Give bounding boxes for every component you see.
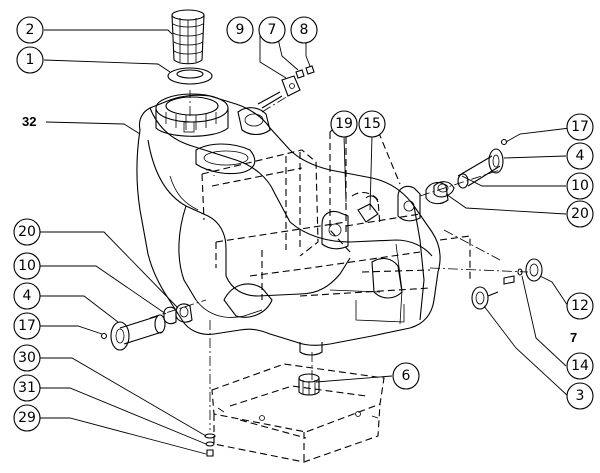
callout-7-right: 7	[570, 330, 577, 345]
callout-20-right: 20	[566, 200, 594, 228]
assembly-centerlines	[149, 90, 529, 430]
svg-text:4: 4	[576, 148, 585, 164]
callout-31: 31	[13, 374, 41, 402]
vent-fitting	[257, 65, 315, 109]
svg-text:3: 3	[576, 388, 585, 404]
callout-9: 9	[226, 16, 254, 44]
drain-plug	[298, 373, 320, 396]
svg-text:20: 20	[18, 224, 36, 240]
callout-10-right: 10	[566, 172, 594, 200]
callout-19: 19	[330, 110, 358, 138]
callout-32: 32	[22, 114, 36, 129]
callout-6: 6	[392, 362, 420, 390]
callout-14: 14	[566, 352, 594, 380]
svg-text:32: 32	[22, 114, 36, 129]
svg-text:19: 19	[335, 116, 353, 132]
right-sender-assembly	[425, 138, 508, 205]
svg-text:9: 9	[236, 22, 245, 38]
callout-8: 8	[290, 16, 318, 44]
filler-strainer	[171, 9, 205, 65]
filler-seal-ring	[167, 67, 213, 85]
svg-text:1: 1	[26, 52, 35, 68]
svg-text:7: 7	[570, 330, 577, 345]
callout-1: 1	[16, 46, 44, 74]
leader-lines	[40, 29, 571, 455]
callout-29: 29	[13, 404, 41, 432]
svg-text:14: 14	[571, 358, 589, 374]
callout-10-left: 10	[13, 252, 41, 280]
svg-text:17: 17	[571, 119, 589, 135]
svg-text:8: 8	[300, 22, 309, 38]
svg-text:15: 15	[363, 116, 381, 132]
svg-text:17: 17	[18, 318, 36, 334]
callout-17-right: 17	[566, 113, 594, 141]
svg-text:6: 6	[402, 368, 411, 384]
fuel-tank	[136, 93, 441, 356]
callout-15: 15	[358, 110, 386, 138]
callout-30: 30	[13, 344, 41, 372]
svg-text:2: 2	[26, 22, 35, 38]
mount-brackets	[321, 185, 421, 250]
svg-text:31: 31	[18, 380, 36, 396]
svg-text:4: 4	[23, 288, 32, 304]
right-gauge-parts	[471, 258, 543, 310]
svg-text:7: 7	[268, 22, 277, 38]
callout-4-right: 4	[566, 142, 594, 170]
callout-4-left: 4	[13, 282, 41, 310]
callout-20-left: 20	[13, 218, 41, 246]
svg-text:12: 12	[571, 298, 589, 314]
svg-text:10: 10	[18, 258, 36, 274]
left-sender-assembly	[100, 303, 193, 351]
callout-17-left: 17	[13, 312, 41, 340]
callout-12: 12	[566, 292, 594, 320]
callout-7-top: 7	[258, 16, 286, 44]
svg-text:30: 30	[18, 350, 36, 366]
bottom-fasteners	[204, 433, 216, 457]
svg-text:29: 29	[18, 410, 36, 426]
callout-3: 3	[566, 382, 594, 410]
svg-text:20: 20	[571, 206, 589, 222]
svg-text:10: 10	[571, 178, 589, 194]
bottom-plate-hidden	[211, 363, 385, 463]
callout-2: 2	[16, 16, 44, 44]
